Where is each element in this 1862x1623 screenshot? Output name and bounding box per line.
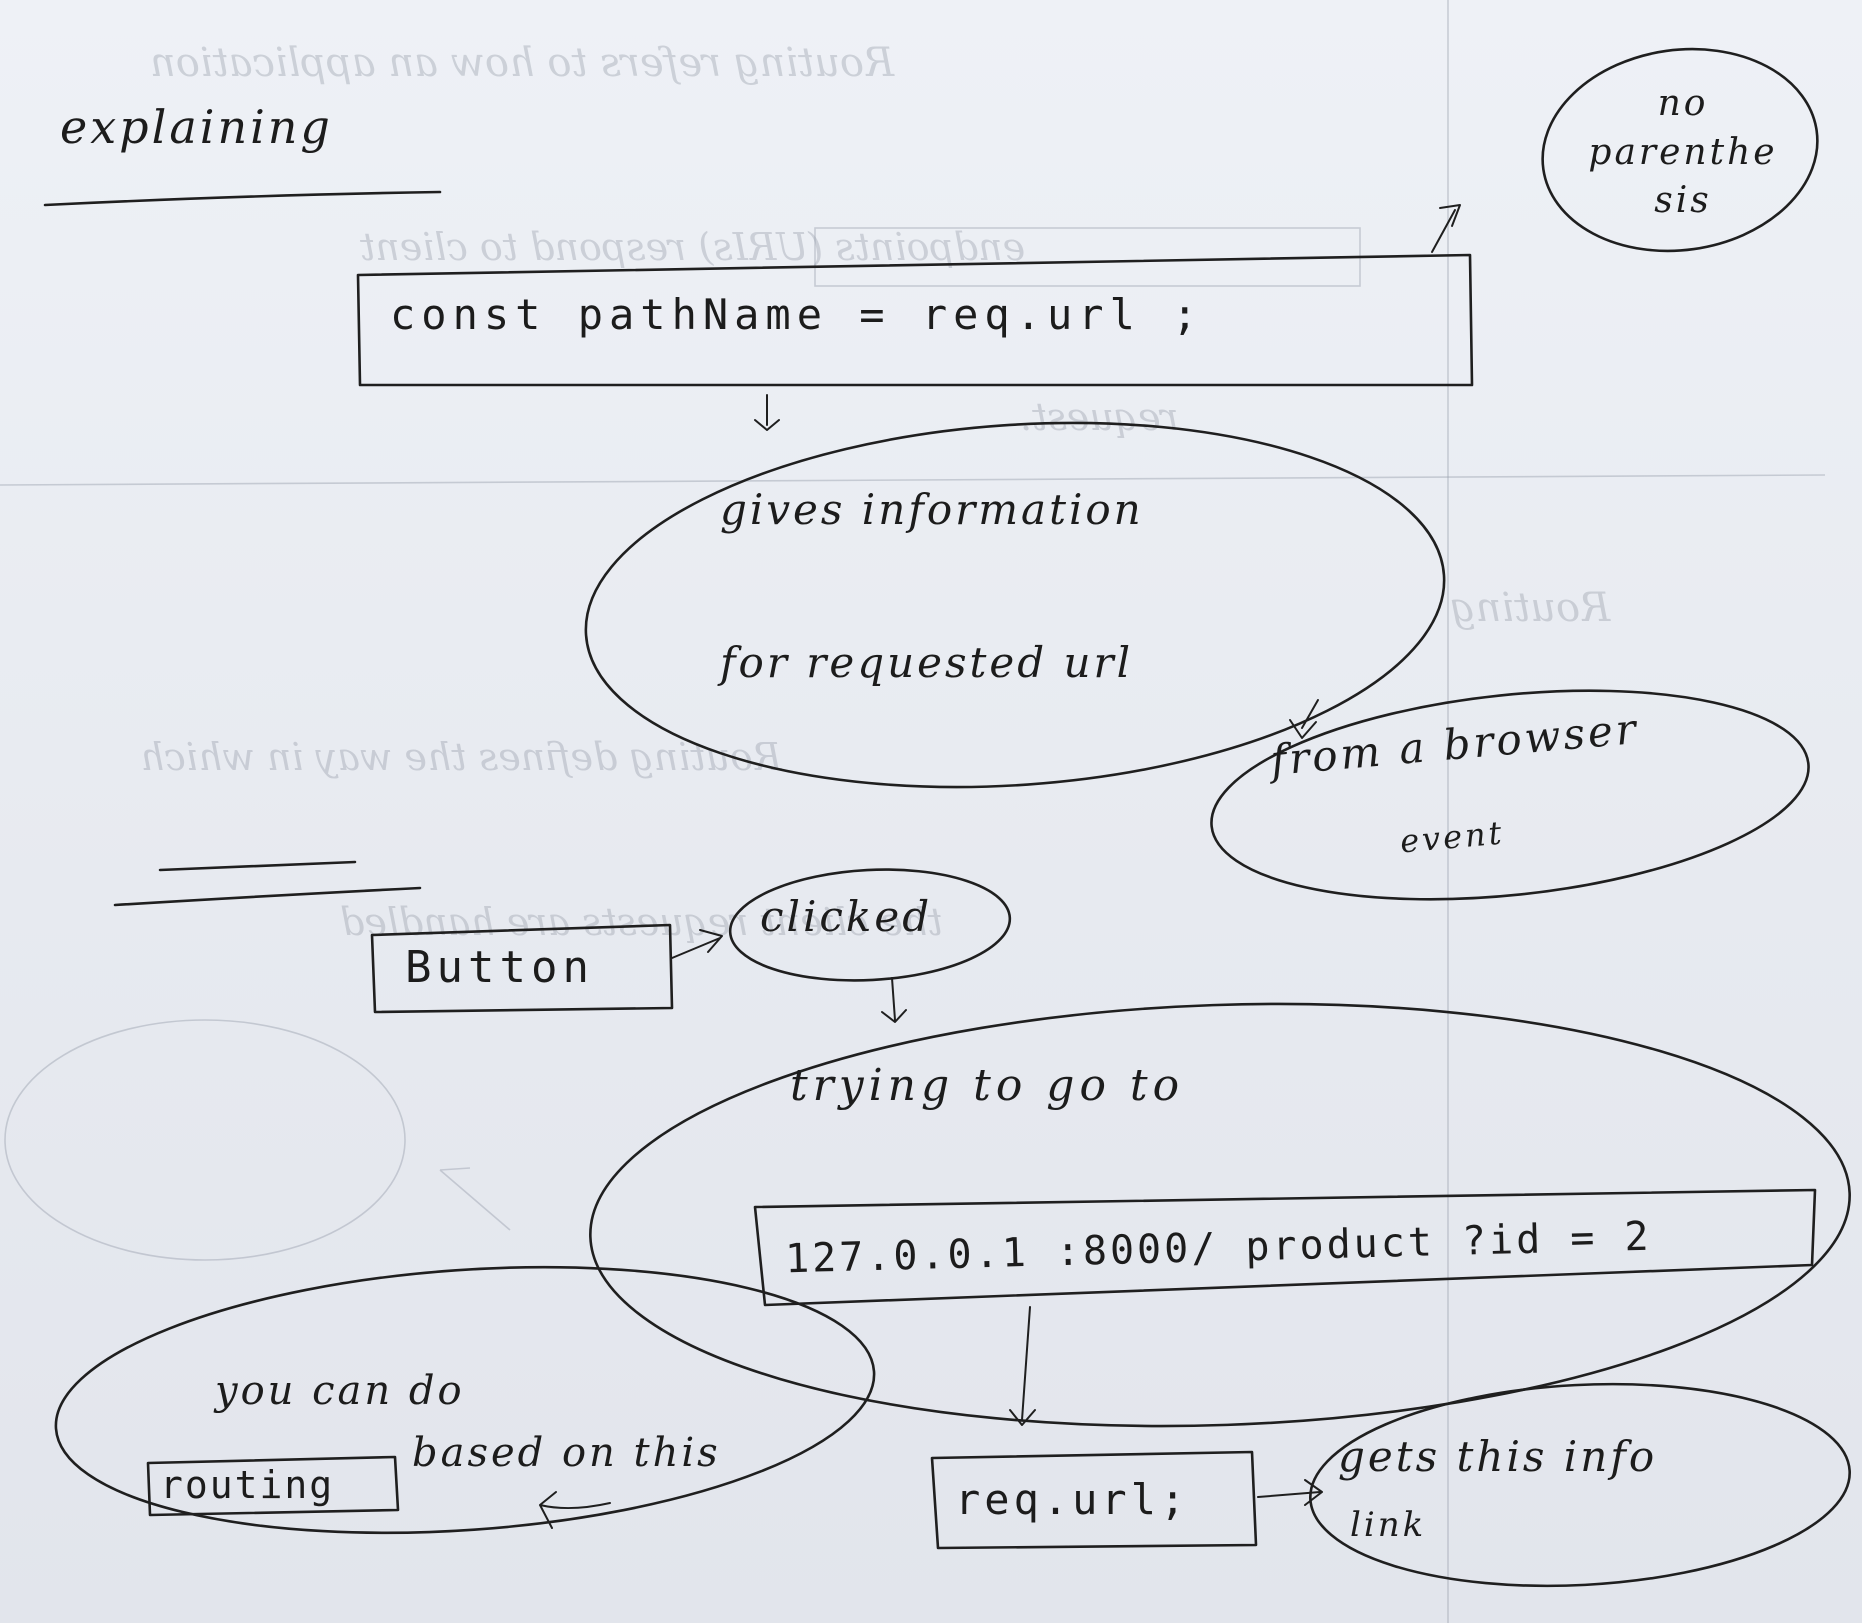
code-line: const pathName = req.url ; — [390, 290, 1204, 339]
arrow-to-clicked-icon — [671, 929, 723, 959]
stray-underline — [158, 860, 357, 872]
trying-bubble — [589, 1002, 1851, 1428]
no-parenthesis-text: no parenthe sis — [1568, 80, 1798, 226]
you-can-do-label: you can do — [215, 1368, 465, 1414]
bleed-through-arrow — [439, 1167, 511, 1231]
req-url-label: req.url; — [955, 1475, 1190, 1524]
browser-event-bubble — [1210, 689, 1810, 901]
routing-bubble — [54, 1265, 876, 1535]
stray-underline-2 — [113, 886, 422, 907]
gives-information-bubble — [584, 421, 1446, 789]
trying-to-go-label: trying to go to — [790, 1060, 1185, 1111]
clicked-label: clicked — [760, 892, 933, 941]
routing-label: routing — [160, 1463, 335, 1507]
link-label: link — [1350, 1505, 1427, 1545]
arrow-down-icon — [754, 394, 780, 431]
no-parenthesis-label: no parenthe sis — [1588, 83, 1778, 222]
clicked-bubble — [728, 868, 1012, 982]
code-box — [356, 253, 1474, 387]
bleed-through-rule-top — [0, 474, 1826, 486]
no-parenthesis-bubble — [1541, 47, 1819, 253]
arrow-to-no-parenthesis-icon — [1431, 204, 1461, 253]
gets-this-info-label: gets this info — [1338, 1432, 1658, 1481]
based-on-this-label: based on this — [412, 1430, 721, 1476]
gives-information-line-2: for requested url — [720, 638, 1134, 687]
arrow-back-to-routing-icon — [539, 1491, 611, 1529]
arrow-to-browser-event-icon — [1289, 699, 1319, 739]
url-box — [753, 1188, 1817, 1307]
req-url-box — [930, 1450, 1258, 1550]
gets-info-bubble — [1309, 1382, 1851, 1588]
bleed-through-box — [814, 227, 1361, 287]
button-box — [370, 923, 674, 1014]
bleed-through-ellipse — [4, 1019, 406, 1261]
routing-box — [146, 1455, 400, 1517]
button-label: Button — [405, 942, 594, 993]
arrow-to-req-url-icon — [1009, 1306, 1036, 1426]
heading-explaining: explaining — [60, 100, 333, 154]
arrow-to-trying-icon — [881, 977, 907, 1023]
gives-information-line-1: gives information — [720, 485, 1144, 534]
heading-underline — [43, 190, 442, 207]
